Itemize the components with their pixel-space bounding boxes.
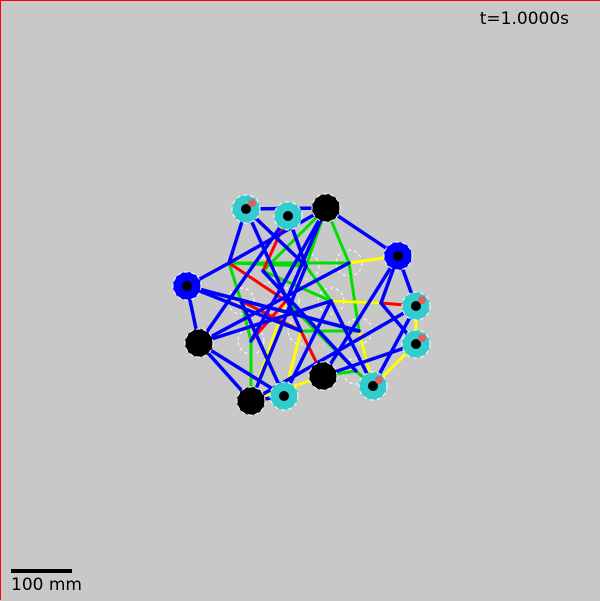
node (308, 361, 338, 391)
strut (239, 299, 286, 398)
tension-cable (304, 264, 333, 303)
strut (284, 206, 328, 303)
strut (197, 214, 290, 345)
tension-cable (261, 206, 328, 273)
node (269, 381, 299, 411)
active-cable (329, 299, 383, 305)
node (358, 371, 388, 401)
strut (227, 206, 328, 265)
time-readout: t=1.0000s (479, 9, 569, 29)
strut (282, 299, 333, 398)
tension-cable (227, 261, 243, 303)
node (383, 241, 413, 271)
strut (249, 206, 328, 343)
node (236, 386, 266, 416)
ghost-node (335, 249, 363, 277)
scale-label: 100 mm (11, 575, 82, 595)
strut (244, 207, 303, 333)
strut (321, 342, 418, 378)
strut (185, 284, 361, 333)
ghost-node (227, 287, 255, 315)
strut (249, 264, 308, 403)
node (311, 193, 341, 223)
strut (197, 341, 286, 398)
strut (197, 299, 333, 345)
node (401, 291, 431, 321)
scale-bar (11, 569, 72, 573)
node (273, 201, 303, 231)
node (172, 271, 202, 301)
strut (329, 299, 375, 388)
node (231, 194, 261, 224)
strut (261, 269, 358, 373)
node (401, 329, 431, 359)
node (184, 328, 214, 358)
strut (321, 254, 400, 378)
strut (371, 304, 418, 388)
